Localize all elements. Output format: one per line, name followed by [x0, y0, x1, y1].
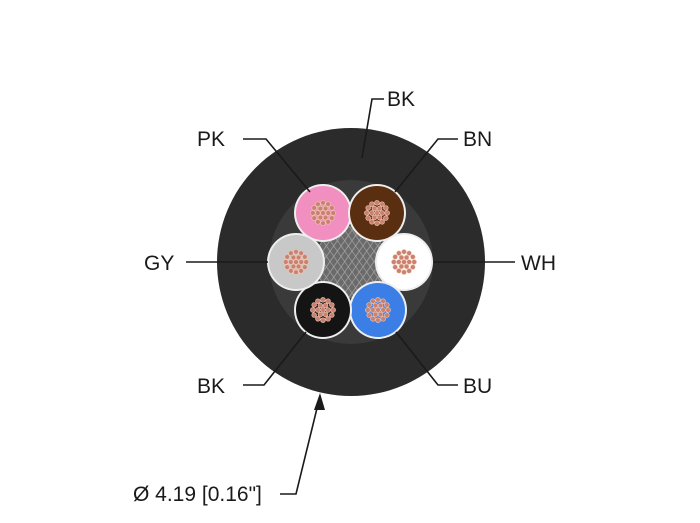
- leader-line-diameter: [280, 395, 321, 495]
- leader-line-bn: [394, 138, 458, 193]
- leader-line-bk-top: [361, 98, 384, 159]
- leader-line-bu: [395, 331, 458, 386]
- copper-strands: [310, 200, 336, 226]
- copper-strands: [283, 249, 309, 275]
- label-pk: PK: [197, 128, 225, 151]
- label-bu: BU: [463, 375, 492, 398]
- label-wh: WH: [521, 252, 556, 275]
- core-bu: [349, 281, 407, 339]
- core-bn: [348, 184, 406, 242]
- copper-strands: [310, 297, 336, 323]
- core-wh: [375, 233, 433, 291]
- copper-strands: [365, 297, 391, 323]
- copper-strands: [391, 249, 417, 275]
- leader-lines: [186, 98, 515, 495]
- leader-line-pk: [243, 138, 311, 193]
- core-gy: [267, 233, 325, 291]
- leader-line-bk-bottom: [243, 331, 307, 386]
- label-bk-bottom: BK: [197, 375, 225, 398]
- center-filler: [315, 226, 387, 298]
- diameter-arrowhead: [314, 393, 325, 410]
- label-diameter: Ø 4.19 [0.16"]: [133, 483, 262, 506]
- label-bn: BN: [463, 128, 492, 151]
- label-gy: GY: [144, 252, 174, 275]
- core-pk: [294, 184, 352, 242]
- cores: [267, 184, 433, 339]
- copper-strands: [364, 200, 390, 226]
- core-bk-bottom: [294, 281, 352, 339]
- label-bk-top: BK: [387, 88, 415, 111]
